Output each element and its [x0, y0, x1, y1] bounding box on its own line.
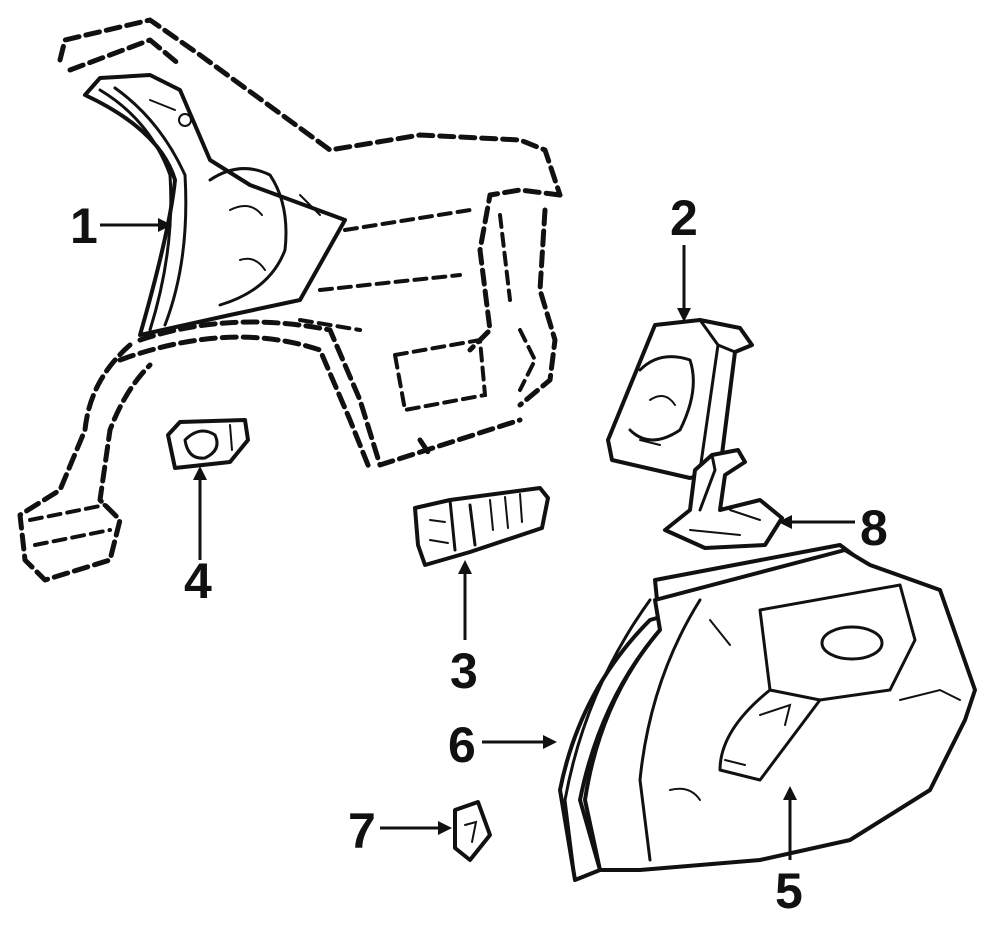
callout-4: 4 — [184, 553, 212, 609]
arrow-5 — [783, 786, 797, 800]
arrow-2 — [677, 308, 691, 322]
part-8-mount-bracket — [663, 448, 784, 550]
arrow-6 — [543, 735, 557, 749]
callout-labels: 1 2 3 4 5 6 7 8 — [70, 190, 888, 919]
part-2-pillar-reinforcement — [606, 318, 754, 480]
callout-6: 6 — [448, 717, 476, 773]
arrow-4 — [193, 466, 207, 480]
quarter-panel-phantom-outline — [17, 17, 563, 583]
callout-8: 8 — [860, 500, 888, 556]
callout-7: 7 — [348, 803, 376, 859]
part-3-bracket — [413, 486, 550, 567]
part-1-inner-pillar — [83, 73, 347, 337]
callout-3: 3 — [450, 643, 478, 699]
arrow-8 — [778, 515, 792, 529]
leader-lines — [100, 218, 855, 860]
arrow-7 — [438, 821, 452, 835]
callout-2: 2 — [670, 190, 698, 246]
part-5-wheelhouse-inner — [583, 548, 977, 872]
arrow-3 — [458, 560, 472, 574]
part-7-clip — [453, 800, 492, 862]
callout-1: 1 — [70, 198, 98, 254]
callout-5: 5 — [775, 863, 803, 919]
part-4-bracket — [166, 418, 250, 470]
arrow-1 — [158, 218, 172, 232]
